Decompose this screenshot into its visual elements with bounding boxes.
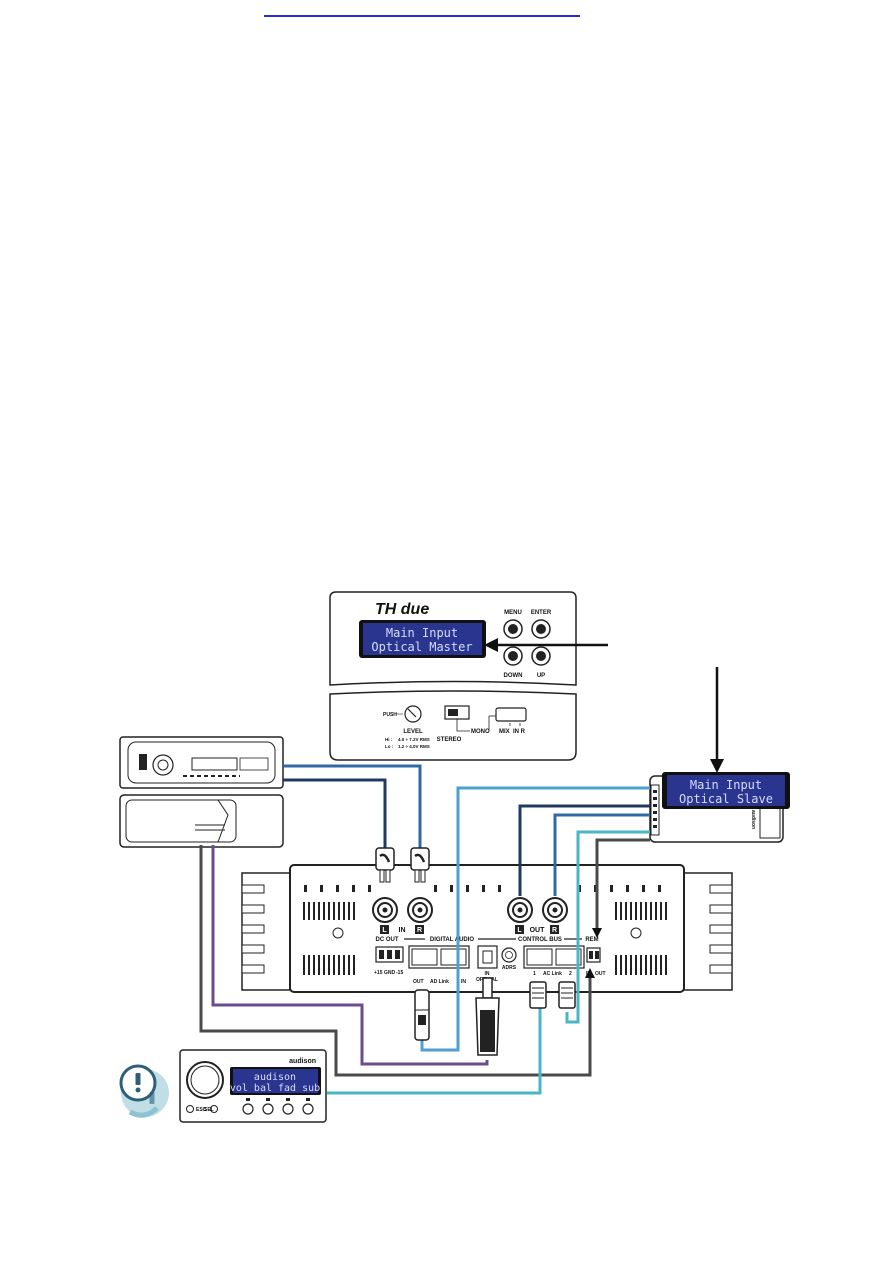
optical-in-label: IN (485, 971, 490, 977)
inr-label: IN R (513, 729, 526, 735)
ac-2-label: 2 (569, 971, 572, 977)
slave-lcd-line2: Optical Slave (679, 792, 773, 806)
slave-lcd (667, 775, 785, 806)
ad-link-plug (414, 989, 430, 1041)
enter-label: ENTER (531, 610, 552, 616)
rem-label: REM (585, 937, 598, 943)
esc-label: ESC (196, 1107, 207, 1113)
minus15-label: -15 (396, 970, 403, 976)
mono-label: MONO (471, 729, 490, 735)
lo-value: 1.2 ÷ 4.0V RMS (398, 744, 430, 749)
wire-purple-remote (211, 845, 489, 1066)
stereo-label: STEREO (437, 737, 462, 743)
input-rca-plugs (375, 847, 430, 883)
in-r-label: R (417, 927, 422, 934)
th-due-title: TH due (375, 601, 429, 618)
rem-out-label: OUT (595, 971, 606, 977)
ac-1-label: 1 (533, 971, 536, 977)
car-head-unit (119, 736, 284, 848)
control-bus-label: CONTROL BUS (518, 937, 562, 943)
wire-input-l (283, 778, 387, 855)
top-hyperlink-underline[interactable] (264, 15, 580, 17)
function-button-3[interactable] (282, 1103, 294, 1115)
head-unit-display (191, 757, 238, 771)
wire-gray-rem (199, 845, 592, 1077)
wire-output-l (518, 804, 650, 896)
ad-link-label: AD Link (430, 979, 449, 985)
out-r-label: R (552, 927, 557, 934)
remote-controller: audison audison vol bal fad sub ESC SEL (179, 1049, 327, 1123)
mix-label: MIX (499, 729, 510, 735)
controller-brand: audison (289, 1058, 316, 1065)
ac-link-label: AC Link (543, 971, 562, 977)
wire-optical (420, 786, 650, 1052)
slave-brand: audison (750, 810, 756, 829)
amplifier: L IN R L OUT R DC OUT DIGITAL AUDIO CONT… (241, 864, 733, 993)
controller-lcd-line1: audison (254, 1072, 296, 1083)
rem-arrows (585, 928, 602, 978)
wire-rem-slave (595, 838, 650, 930)
wiring (199, 764, 650, 1095)
push-label: PUSH (383, 712, 397, 718)
wire-controller-ac-link (327, 1008, 542, 1095)
arrow-to-master-display (484, 638, 608, 652)
plus15-label: +15 (374, 970, 383, 976)
mix-inr-switch[interactable] (495, 707, 527, 722)
sel-label: SEL (204, 1107, 214, 1113)
adrs-label: ADRS (502, 965, 517, 971)
down-label: DOWN (504, 673, 523, 679)
ad-out-label: OUT (413, 979, 424, 985)
function-button-1[interactable] (242, 1103, 254, 1115)
out-l-label: L (517, 927, 522, 934)
level-label: LEVEL (403, 729, 423, 735)
slave-lcd-line1: Main Input (690, 778, 762, 792)
esc-button[interactable] (186, 1105, 194, 1113)
slave-processor: audison Main Input Optical Slave (649, 772, 790, 843)
ac-link-plugs (529, 981, 576, 1009)
wire-output-r (553, 813, 650, 896)
lo-label: Lo : (385, 744, 394, 749)
warning-icon (119, 1064, 169, 1118)
in-l-label: L (382, 927, 387, 934)
function-button-4[interactable] (302, 1103, 314, 1115)
out-label: OUT (530, 927, 546, 934)
th-due-lcd-line1: Main Input (386, 626, 458, 640)
up-label: UP (537, 673, 545, 679)
arrow-to-slave-display (710, 667, 724, 773)
in-label: IN (399, 927, 406, 934)
th-due-lcd (363, 623, 482, 655)
optical-plug (475, 977, 500, 1056)
controller-lcd-line2: vol bal fad sub (230, 1083, 320, 1094)
dc-out-label: DC OUT (376, 937, 399, 943)
sel-button[interactable] (210, 1105, 218, 1113)
wire-input-r (283, 764, 422, 855)
hi-value: 4.0 ÷ 7.2V RMS (398, 737, 430, 742)
controller-lcd (233, 1069, 318, 1093)
menu-label: MENU (504, 610, 522, 616)
th-due-processor: TH due Main Input Optical Master MENU EN… (329, 591, 577, 761)
hi-label: Hi : (385, 737, 393, 742)
gnd-label: GND (384, 970, 396, 976)
function-button-2[interactable] (262, 1103, 274, 1115)
th-due-lcd-line2: Optical Master (371, 640, 472, 654)
ad-in-label: IN (461, 979, 466, 985)
wire-ac-link-2 (565, 830, 650, 1024)
digital-audio-label: DIGITAL AUDIO (430, 937, 475, 943)
